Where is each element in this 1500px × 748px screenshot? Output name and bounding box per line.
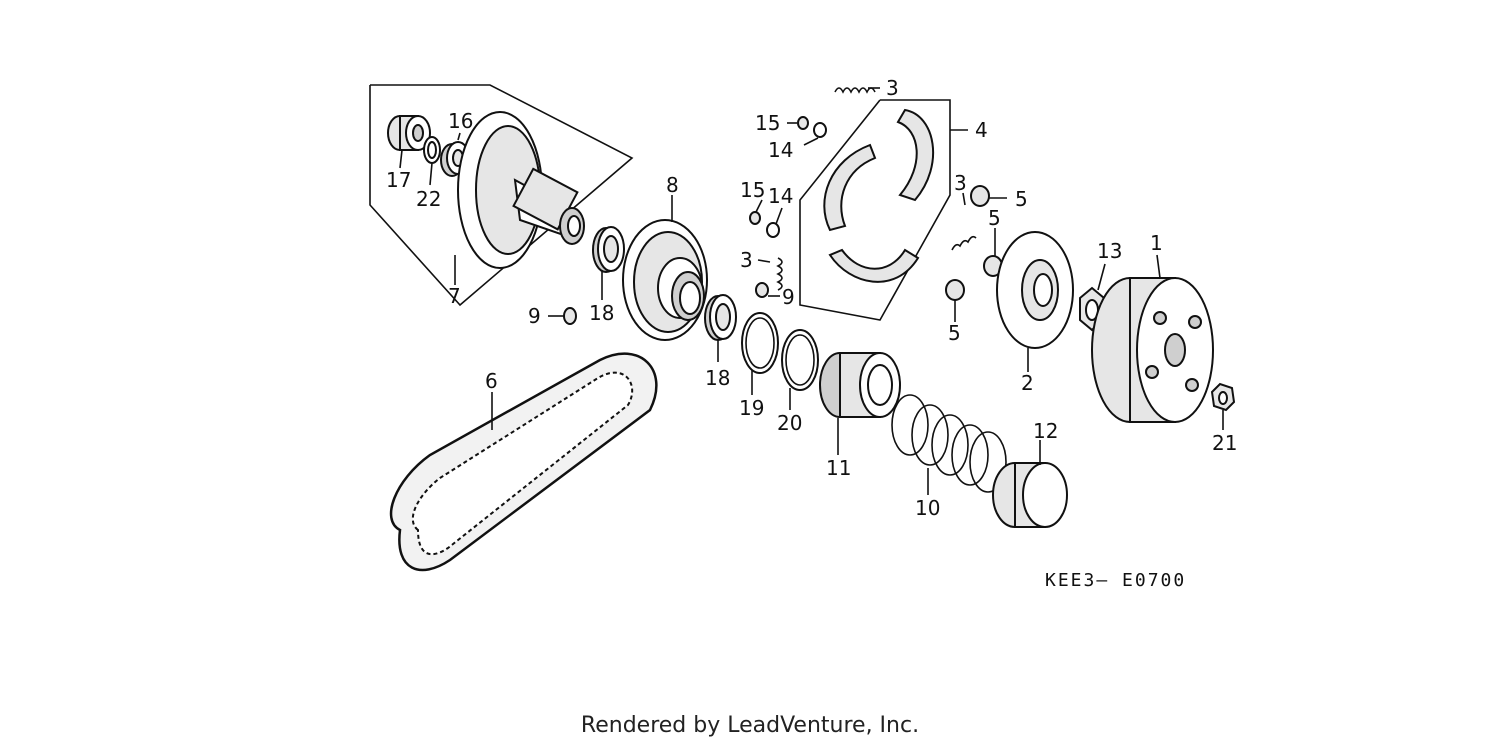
spring-seat-part — [992, 462, 1068, 528]
callout-18-left: 18 — [589, 301, 614, 325]
footer-credit: Rendered by LeadVenture, Inc. — [580, 713, 920, 738]
driven-collar-part — [819, 352, 901, 418]
callout-18-right: 18 — [705, 366, 730, 390]
o-ring-part-a — [741, 312, 779, 374]
callout-6: 6 — [485, 369, 498, 393]
callout-2: 2 — [1021, 371, 1034, 395]
drive-belt-part — [389, 352, 658, 572]
spring-part-c — [951, 235, 977, 251]
callout-22: 22 — [416, 187, 441, 211]
driven-face-part — [457, 111, 585, 269]
drive-face-group-outline — [369, 84, 634, 307]
callout-9-right: 9 — [782, 285, 795, 309]
spring-part-b — [776, 257, 783, 291]
snap-ring-part — [423, 136, 441, 164]
callout-19: 19 — [739, 396, 764, 420]
spring-part-a — [834, 87, 876, 94]
collar-part-a — [970, 185, 990, 207]
oil-seal-part-b — [704, 294, 737, 341]
callout-3-right: 3 — [954, 171, 967, 195]
clutch-shoe-group-outline — [799, 99, 951, 321]
callout-14-mid: 14 — [768, 184, 793, 208]
clutch-outer-part — [1091, 277, 1214, 423]
clutch-shoe-part-bottom — [828, 248, 920, 283]
callout-16: 16 — [448, 109, 473, 133]
callout-9-left: 9 — [528, 304, 541, 328]
callout-5-mid: 5 — [988, 206, 1001, 230]
pin-part-b — [755, 282, 769, 298]
callout-17: 17 — [386, 168, 411, 192]
needle-bearing-part — [387, 115, 431, 151]
driven-spring-part — [891, 394, 1007, 493]
callout-20: 20 — [777, 411, 802, 435]
clutch-shoe-part-left — [823, 143, 877, 232]
face-plate-part — [622, 219, 708, 341]
callout-4: 4 — [975, 118, 988, 142]
callout-14-top: 14 — [768, 138, 793, 162]
callout-3-mid: 3 — [740, 248, 753, 272]
clutch-shoe-part-top — [896, 108, 935, 202]
flange-nut-part — [1210, 382, 1236, 412]
callout-1: 1 — [1150, 231, 1163, 255]
oil-seal-part-a — [592, 226, 625, 273]
o-ring-part-b — [781, 329, 819, 391]
callout-5-bottom: 5 — [948, 321, 961, 345]
callout-15-top: 15 — [755, 111, 780, 135]
callout-3-top: 3 — [886, 76, 899, 100]
callout-5-top: 5 — [1015, 187, 1028, 211]
drive-plate-part — [996, 231, 1074, 349]
diagram-code: KEE3— E0700 — [1045, 570, 1186, 591]
collar-part-c — [945, 279, 965, 301]
callout-7: 7 — [448, 284, 461, 308]
leader-lines — [399, 87, 1224, 495]
callout-10: 10 — [915, 496, 940, 520]
callout-15-mid: 15 — [740, 178, 765, 202]
callout-12: 12 — [1033, 419, 1058, 443]
pin-part-a — [563, 307, 577, 325]
callout-21: 21 — [1212, 431, 1237, 455]
washer-part-a — [797, 116, 827, 138]
callout-8: 8 — [666, 173, 679, 197]
washer-part-b — [749, 211, 780, 238]
callout-11: 11 — [826, 456, 851, 480]
callout-13: 13 — [1097, 239, 1122, 263]
